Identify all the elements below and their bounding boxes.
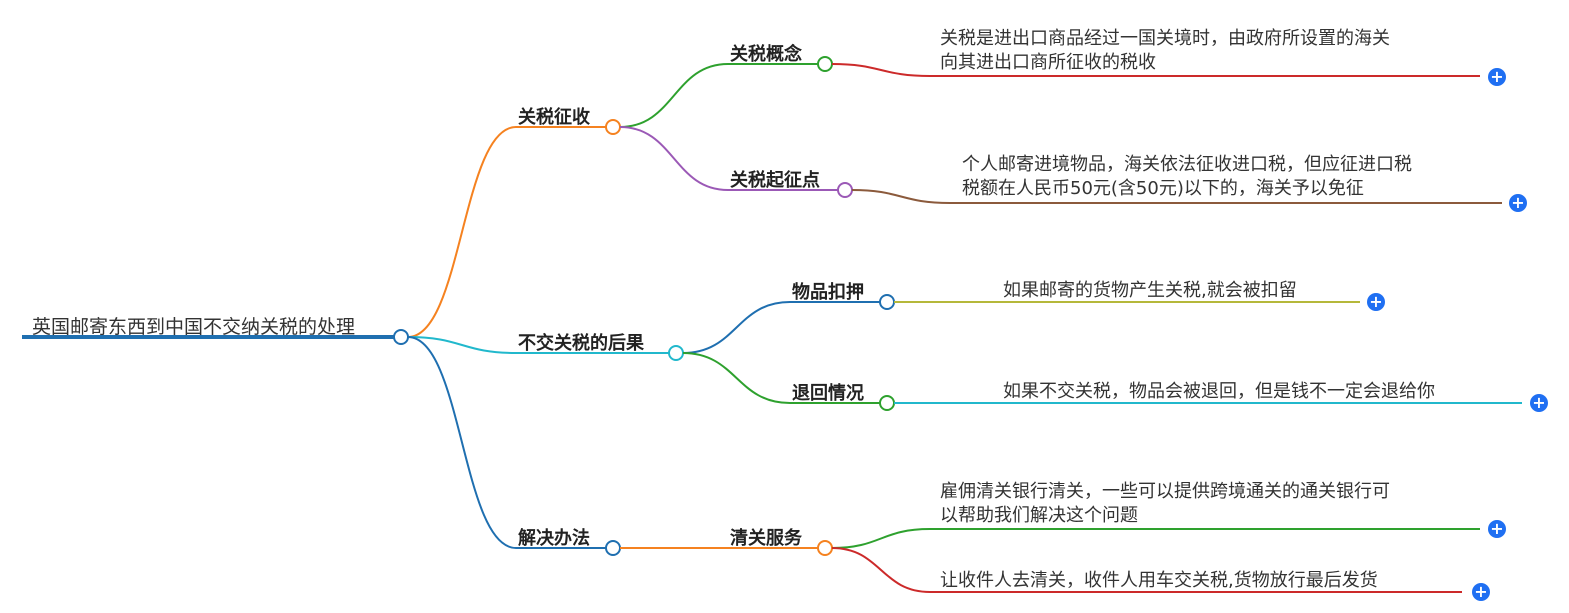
leaf-text-5-line-2: 以帮助我们解决这个问题 [940,505,1138,526]
sub-node-1 [817,56,833,72]
sub-connector-3 [682,301,791,354]
branch-node-3 [605,540,621,556]
leaf-text-2-line-1: 个人邮寄进境物品，海关依法征收进口税，但应征进口税 [962,154,1412,175]
branch-node-2 [668,345,684,361]
branch-node-1 [605,119,621,135]
expand-icon-4[interactable]: + [1530,394,1548,412]
leaf-text-3-line-1: 如果邮寄的货物产生关税,就会被扣留 [1003,280,1297,301]
leaf-connector-5 [831,528,931,549]
leaf-text-2-line-2: 税额在人民币50元(含50元)以下的，海关予以免征 [962,178,1364,199]
leaf-text-6-line-1: 让收件人去清关，收件人用车交关税,货物放行最后发货 [940,570,1378,591]
sub-connector-2 [619,126,729,191]
leaf-connector-6 [831,547,931,593]
sub-label-3: 物品扣押 [792,282,864,303]
expand-icon-3[interactable]: + [1367,293,1385,311]
sub-connector-4 [682,352,791,404]
leaf-text-5-line-1: 雇佣清关银行清关，一些可以提供跨境通关的通关银行可 [940,481,1390,502]
branch-label-3: 解决办法 [518,528,590,549]
leaf-connector-1 [831,63,931,77]
expand-icon-5[interactable]: + [1488,520,1506,538]
expand-icon-2[interactable]: + [1509,194,1527,212]
expand-icon-1[interactable]: + [1488,68,1506,86]
sub-label-5: 清关服务 [730,528,802,549]
root-topic-label: 英国邮寄东西到中国不交纳关税的处理 [32,316,356,338]
branch-label-2: 不交关税的后果 [518,333,644,354]
branch-connector-3 [407,336,517,549]
root-node [393,329,409,345]
sub-node-5 [817,540,833,556]
sub-connector-1 [619,63,729,128]
leaf-text-1-line-1: 关税是进出口商品经过一国关境时，由政府所设置的海关 [940,28,1390,49]
sub-node-2 [837,182,853,198]
sub-label-1: 关税概念 [730,44,802,65]
branch-connector-2 [407,336,517,354]
expand-icon-6[interactable]: + [1472,583,1490,601]
leaf-connector-2 [851,189,951,204]
sub-node-3 [879,294,895,310]
branch-connector-1 [407,126,517,338]
leaf-text-1-line-2: 向其进出口商所征收的税收 [940,52,1156,73]
leaf-text-4-line-1: 如果不交关税，物品会被退回，但是钱不一定会退给你 [1003,381,1435,402]
sub-label-2: 关税起征点 [730,170,820,191]
sub-node-4 [879,395,895,411]
branch-label-1: 关税征收 [518,107,590,128]
sub-label-4: 退回情况 [792,383,864,404]
